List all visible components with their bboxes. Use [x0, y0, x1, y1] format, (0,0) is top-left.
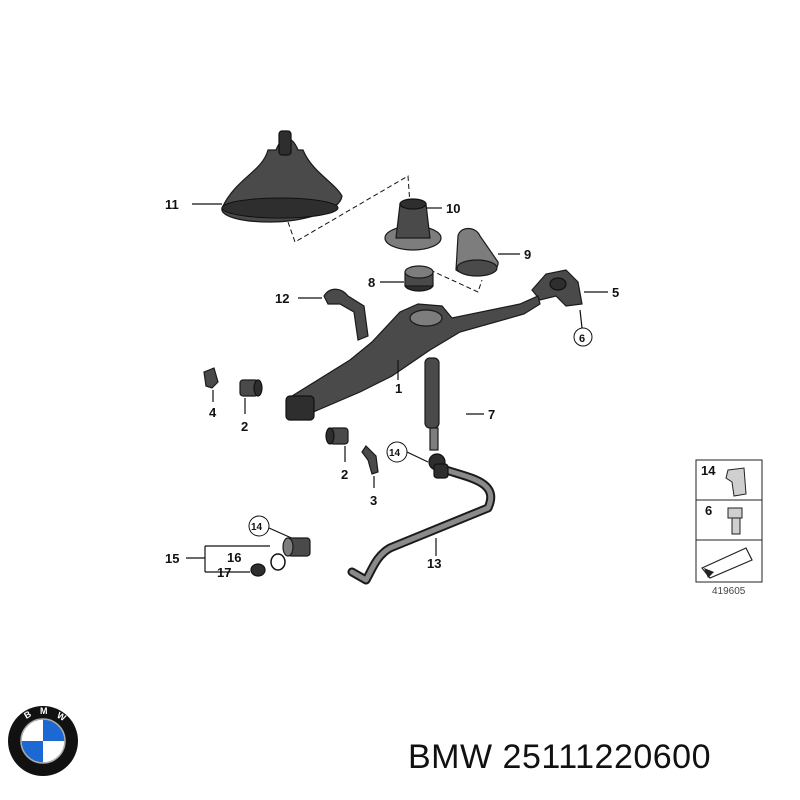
- callout-2a: 2: [241, 419, 248, 434]
- callout-9: 9: [524, 247, 531, 262]
- diagram-reference-number: 419605: [712, 586, 746, 597]
- part-17-ring: [250, 553, 286, 577]
- dashed-link-11-10: [287, 175, 411, 243]
- callout-3: 3: [370, 493, 377, 508]
- clip-icon: [725, 467, 747, 497]
- part-11-shift-boot: [221, 130, 343, 223]
- callout-16: 16: [227, 550, 241, 565]
- legend-item-14: 14: [701, 463, 716, 478]
- callout-17: 17: [217, 565, 231, 580]
- leader-14a: [406, 451, 429, 463]
- part-13-selector-rod: [347, 463, 496, 585]
- callout-8: 8: [368, 275, 375, 290]
- part-8-ring: [404, 265, 434, 292]
- callout-15: 15: [165, 551, 179, 566]
- callout-14b-circle: [248, 515, 270, 537]
- dashed-link-8-9: [429, 269, 483, 293]
- bracket-15: [186, 545, 270, 573]
- part-3-clip: [361, 445, 379, 475]
- callout-6: 6: [579, 333, 585, 345]
- callout-11: 11: [165, 197, 179, 212]
- leader-6: [579, 309, 583, 329]
- callout-6-circle: [573, 327, 593, 347]
- callout-1: 1: [395, 381, 402, 396]
- legend-box: 14 6: [695, 459, 763, 583]
- part-1-shift-bracket: [285, 295, 541, 421]
- bolt-icon: [727, 507, 743, 535]
- part-5-mount: [531, 269, 583, 307]
- callout-7: 7: [488, 407, 495, 422]
- svg-text:B: B: [22, 709, 33, 721]
- callout-12: 12: [275, 291, 289, 306]
- callout-4: 4: [209, 405, 217, 420]
- bmw-logo: B M W: [8, 706, 78, 776]
- arrow-head-icon: [704, 568, 714, 578]
- part-2b-bushing: [325, 427, 349, 445]
- callout-5: 5: [612, 285, 619, 300]
- part-10-bushing: [384, 198, 442, 251]
- callout-2b: 2: [341, 467, 348, 482]
- svg-text:M: M: [40, 706, 48, 716]
- callout-13: 13: [427, 556, 441, 571]
- part-7-shift-rod: [424, 357, 446, 471]
- part-2a-bushing: [239, 379, 263, 397]
- legend-item-6: 6: [705, 503, 712, 518]
- part-16-sleeve: [282, 537, 311, 557]
- part-4-clip: [203, 367, 219, 389]
- callout-14a: 14: [389, 448, 401, 459]
- part-9-cover: [455, 227, 499, 277]
- callout-10: 10: [446, 201, 460, 216]
- part-number-caption: BMW 25111220600: [408, 738, 711, 776]
- callout-14b: 14: [251, 522, 263, 533]
- part-12-lever: [323, 288, 369, 341]
